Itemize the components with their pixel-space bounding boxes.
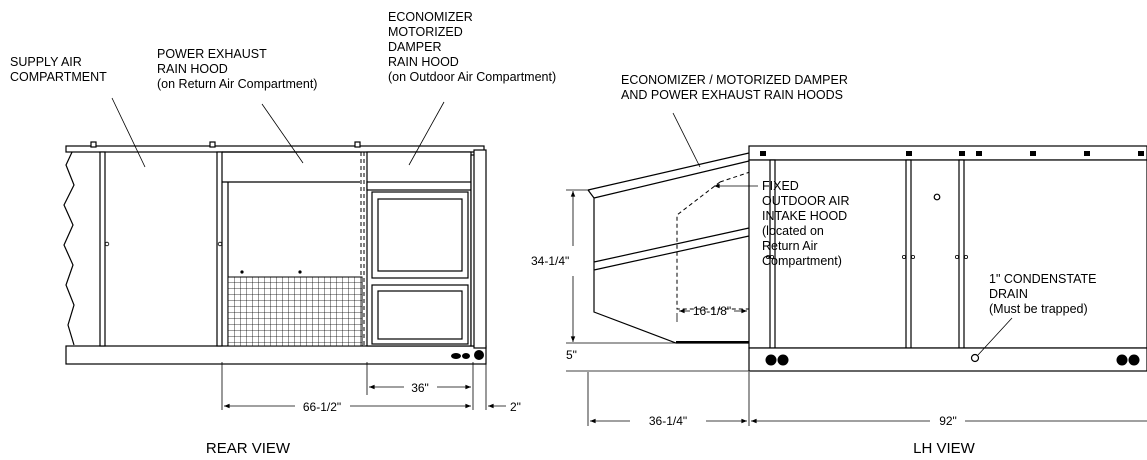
break-line bbox=[63, 149, 75, 346]
label-economizer-2: MOTORIZED bbox=[388, 25, 463, 39]
rain-hood bbox=[587, 152, 750, 344]
label-condensate-1: 1" CONDENSTATE bbox=[989, 272, 1096, 286]
dim-36: 36" bbox=[411, 381, 429, 395]
label-hoods-2: AND POWER EXHAUST RAIN HOODS bbox=[621, 88, 843, 102]
label-fixed-intake-5: Return Air bbox=[762, 239, 818, 253]
label-economizer-4: RAIN HOOD bbox=[388, 55, 459, 69]
label-power-exhaust-1: POWER EXHAUST bbox=[157, 47, 267, 61]
dim-34-1-4: 34-1/4" bbox=[531, 254, 569, 268]
damper-upper bbox=[371, 191, 469, 279]
label-fixed-intake-4: (located on bbox=[762, 224, 824, 238]
label-fixed-intake-6: Compartment) bbox=[762, 254, 842, 268]
label-condensate-2: DRAIN bbox=[989, 287, 1028, 301]
label-economizer-1: ECONOMIZER bbox=[388, 10, 473, 24]
dim-66-1-2: 66-1/2" bbox=[303, 400, 341, 414]
label-economizer-3: DAMPER bbox=[388, 40, 441, 54]
dim-16-1-8: 16-1/8" bbox=[693, 304, 731, 318]
dim-2: 2" bbox=[510, 400, 521, 414]
fixed-intake-hood bbox=[676, 171, 751, 310]
lh-view: 34-1/4" 5" 16-1/8" 36-1/4" 92" ECONOMIZE… bbox=[531, 73, 1147, 457]
label-economizer-5: (on Outdoor Air Compartment) bbox=[388, 70, 556, 84]
unit-base bbox=[748, 347, 1147, 372]
label-hoods-1: ECONOMIZER / MOTORIZED DAMPER bbox=[621, 73, 848, 87]
dim-36-1-4: 36-1/4" bbox=[649, 414, 687, 428]
label-power-exhaust-3: (on Return Air Compartment) bbox=[157, 77, 317, 91]
rear-view-title: REAR VIEW bbox=[206, 440, 291, 457]
label-condensate-3: (Must be trapped) bbox=[989, 302, 1088, 316]
damper-lower bbox=[371, 284, 469, 345]
dim-5: 5" bbox=[566, 348, 577, 362]
label-fixed-intake-2: OUTDOOR AIR bbox=[762, 194, 850, 208]
label-supply-air-2: COMPARTMENT bbox=[10, 70, 107, 84]
dim-92: 92" bbox=[939, 414, 957, 428]
label-supply-air-1: SUPPLY AIR bbox=[10, 55, 82, 69]
base-rail bbox=[65, 345, 487, 365]
exhaust-grille bbox=[227, 276, 363, 347]
lh-view-title: LH VIEW bbox=[913, 440, 976, 457]
condensate-drain bbox=[970, 353, 980, 363]
rear-view: 36" 66-1/2" 2" SUPPLY AIR COMPARTMENT PO… bbox=[10, 10, 556, 457]
top-rail bbox=[65, 145, 485, 153]
label-fixed-intake-3: INTAKE HOOD bbox=[762, 209, 847, 223]
label-power-exhaust-2: RAIN HOOD bbox=[157, 62, 228, 76]
label-fixed-intake-1: FIXED bbox=[762, 179, 799, 193]
unit-body bbox=[748, 159, 1147, 349]
